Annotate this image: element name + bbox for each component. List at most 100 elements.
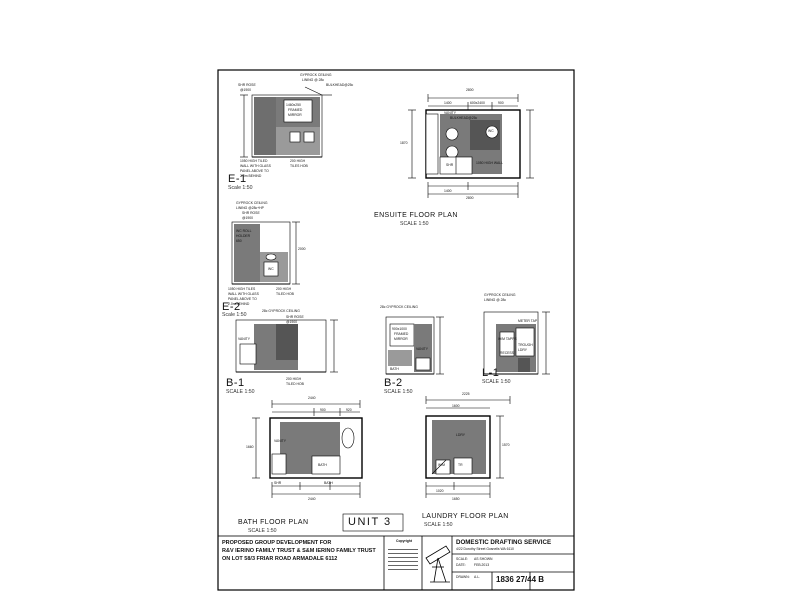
laundry-title: LAUNDRY FLOOR PLAN: [422, 513, 509, 520]
l1-scale: SCALE 1:50: [482, 379, 511, 385]
e2-note-1: 1050 HIGH TILES: [228, 287, 256, 291]
laundry-dim-top-a: 1600: [452, 404, 460, 408]
elevation-b2-drawing: [385, 316, 444, 375]
unit-label-box: [342, 513, 404, 532]
e1-bulkhead-label: BULKHEAD@25c: [326, 83, 354, 87]
date-label: DATE:: [456, 563, 466, 567]
e2-note-6: TILED HOB: [276, 292, 294, 296]
bath-dim-top: 2440: [308, 396, 316, 400]
ensuite-title: ENSUITE FLOOR PLAN: [374, 212, 458, 219]
scale-label: SCALE:: [456, 557, 469, 561]
bath-dim-bottom: 2440: [308, 497, 316, 501]
b2-ceiling-label: 28c GYPROCK CEILING: [380, 305, 418, 309]
l1-wm-label: W/M TAPPS: [498, 337, 517, 341]
laundry-dim-top: 2225: [462, 392, 470, 396]
b1-shr-rose-label: SHR ROSE: [286, 315, 304, 319]
b1-shr-rose-height: @1900: [286, 320, 297, 324]
drafting-table-icon: [425, 545, 451, 583]
e1-mirror-label-2: FRAMED: [288, 108, 303, 112]
ensuite-bulkhead-label: BULKHEAD@25c: [450, 116, 478, 120]
laundry-dim-bottom-a: 1020: [436, 489, 444, 493]
e1-ceiling-label: GYPROCK CEILING: [300, 73, 332, 77]
laundry-plan-drawing: [425, 396, 511, 498]
ensuite-dim-top-a: 1400: [444, 101, 452, 105]
b1-title: B-1: [226, 377, 245, 389]
elevation-l1-drawing: [483, 311, 550, 375]
laundry-wm-label: W/M: [438, 463, 445, 467]
bath-dim-top-a: 900: [320, 408, 326, 412]
e1-shr-rose-label: SHR ROSE: [238, 83, 256, 87]
l1-ceiling-label: GYPROCK CEILING: [484, 293, 516, 297]
laundry-dim-bottom: 1650: [452, 497, 460, 501]
laundry-ldry-label: LDRY: [456, 433, 465, 437]
l1-recess-label: RECESS: [500, 351, 514, 355]
b1-scale: SCALE 1:50: [226, 389, 255, 395]
b2-mirror-label-2: FRAMED: [394, 332, 409, 336]
ensuite-dim-bottom: 2800: [466, 196, 474, 200]
l1-ldry-label: LDRY: [518, 348, 527, 352]
copyright-fineprint: [388, 546, 418, 584]
e2-holder-height: 650: [236, 239, 242, 243]
ensuite-plan-drawing: [408, 94, 534, 198]
e1-mirror-label: 1460x250: [286, 103, 301, 107]
e2-note-5: 200 HIGH: [276, 287, 292, 291]
company-address: 4/22 Dorothy Street Gosnells WA 6110: [456, 547, 514, 551]
elevation-b1-drawing: [235, 319, 338, 373]
l1-meter-label: METER TAP: [518, 319, 538, 323]
e2-note-4: 2.0m BEHIND: [228, 302, 250, 306]
bath-shr-label: SHR: [274, 481, 282, 485]
title-line-3: ON LOT 58/3 FRIAR ROAD ARMADALE 6112: [222, 556, 338, 562]
bath-scale: SCALE 1:50: [248, 528, 277, 534]
b1-note-1: 200 HIGH: [286, 377, 302, 381]
e1-shr-rose-height: @1900: [240, 88, 251, 92]
e2-ceiling-label: GYPROCK CEILING: [236, 201, 268, 205]
e2-note-3: PANEL ABOVE TO: [228, 297, 257, 301]
e1-note-6: TILES HOB: [290, 164, 308, 168]
ensuite-dim-top-c: 900: [498, 101, 504, 105]
e2-wc-roll-label: WC ROLL: [236, 229, 252, 233]
drawing-sheet: GYPROCK CEILING LINING @ 28c BULKHEAD@25…: [200, 62, 580, 594]
ensuite-scale: SCALE 1:50: [400, 221, 429, 227]
company-name: DOMESTIC DRAFTING SERVICE: [456, 539, 552, 546]
e1-scale: Scale 1:50: [228, 185, 253, 191]
b2-bath-label: BATH: [390, 367, 399, 371]
laundry-dim-right: 1570: [502, 443, 510, 447]
bath-bath-label-2: BATH: [324, 481, 333, 485]
b1-ceiling-label: 28c GYPROCK CEILING: [262, 309, 300, 313]
e1-note-2: WALL WITH GLASS: [240, 164, 271, 168]
e2-note-2: WALL WITH GLASS: [228, 292, 259, 296]
e1-note-3: PANEL ABOVE TO: [240, 169, 269, 173]
title-line-2: R&V IERINO FAMILY TRUST & S&M IERINO FAM…: [222, 548, 376, 554]
bath-dim-top-b: 920: [346, 408, 352, 412]
drawn-value: A.L.: [474, 575, 481, 579]
drawn-label: DRAWN:: [456, 575, 470, 579]
l1-ceiling-label-2: LINING @ 28c: [484, 298, 507, 302]
ensuite-dim-top-b: 600x2400: [470, 101, 485, 105]
sheet-number: 1836 27/44 B: [496, 575, 545, 584]
title-block-frame: [217, 535, 575, 591]
bath-plan-drawing: [252, 400, 363, 498]
ensuite-wall-label: 1050 HIGH WALL: [476, 161, 504, 165]
ensuite-dim-top: 2800: [466, 88, 474, 92]
e1-note-5: 200 HIGH: [290, 159, 306, 163]
title-line-1: PROPOSED GROUP DEVELOPMENT FOR: [222, 540, 332, 546]
e2-scale: Scale 1:50: [222, 312, 247, 318]
unit-label: UNIT 3: [348, 516, 392, 528]
copyright-heading: Copyright: [396, 539, 413, 543]
bath-dim-left: 1660: [246, 445, 254, 449]
e2-title: E-2: [222, 301, 241, 313]
b2-scale: SCALE 1:50: [384, 389, 413, 395]
b2-title: B-2: [384, 377, 403, 389]
e2-shr-rose-height: @1900: [242, 216, 253, 220]
b1-note-2: TILED HOB: [286, 382, 304, 386]
date-value: FEB.2013: [474, 563, 490, 567]
bath-bath-label: BATH: [318, 463, 327, 467]
e2-shr-rose-label: SHR ROSE: [242, 211, 260, 215]
drawing-linework: [217, 69, 575, 591]
scale-value: AS SHOWN: [474, 557, 493, 561]
bath-title: BATH FLOOR PLAN: [238, 519, 309, 526]
e1-title: E-1: [228, 173, 247, 185]
ensuite-dim-bottom-a: 1400: [444, 189, 452, 193]
b2-mirror-label: 900x1000: [392, 327, 407, 331]
e1-note-1: 1050 HIGH TILED: [240, 159, 268, 163]
